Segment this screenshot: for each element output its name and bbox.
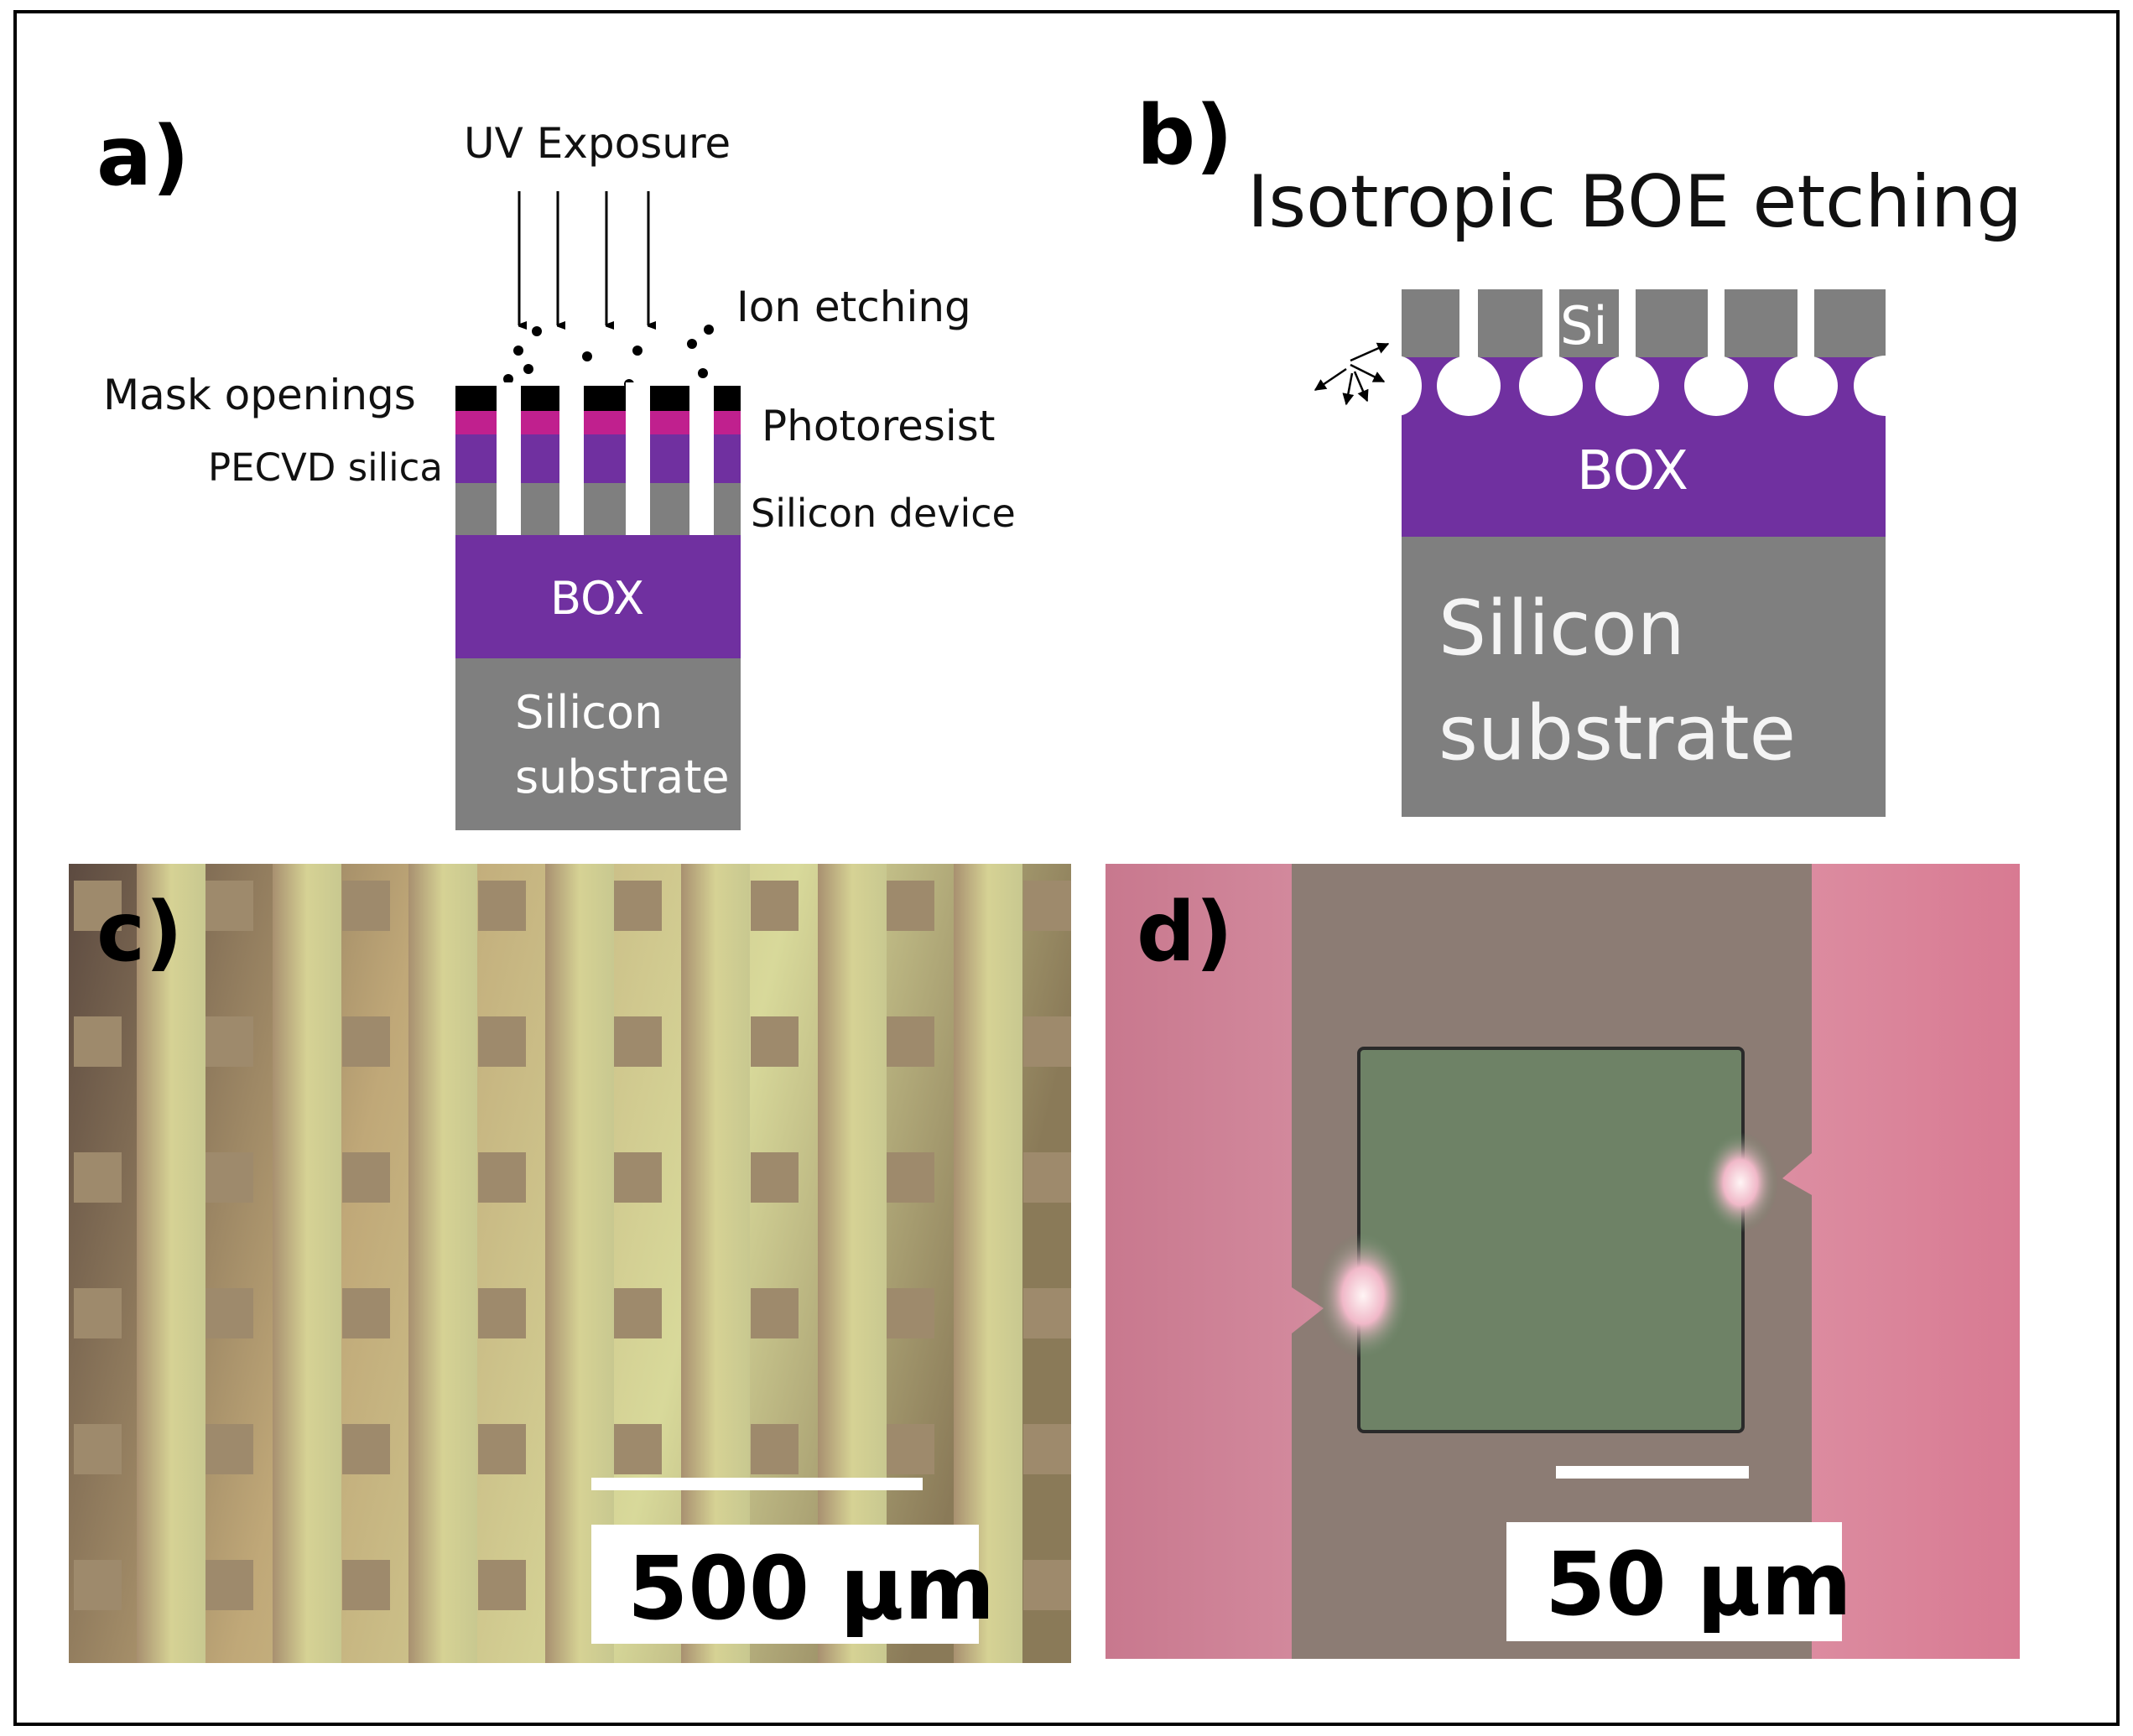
membrane-pad [205, 1288, 253, 1338]
membrane-pad [205, 1560, 253, 1610]
scale-bar-box [591, 1525, 979, 1644]
stress-fringe [1317, 1233, 1409, 1359]
scale-bar-line [591, 1478, 923, 1490]
panel-a: a) UV Exposure Ion etching Mask openings… [96, 109, 1016, 830]
membrane-pad [74, 1560, 122, 1610]
box-label: BOX [1577, 440, 1688, 502]
substrate-label-line1: Silicon [1438, 585, 1685, 673]
membrane-pad [1023, 1288, 1071, 1338]
membrane-pad [478, 1152, 526, 1203]
membrane-pad [205, 1152, 253, 1203]
membrane-pad [342, 1016, 390, 1067]
membrane-pad [74, 1424, 122, 1474]
membrane-pad [74, 881, 122, 931]
membrane-pad [751, 1424, 799, 1474]
membrane-pad [887, 1288, 934, 1338]
silicon-substrate [455, 658, 741, 830]
membrane-pad [614, 1424, 662, 1474]
membrane-pad [751, 881, 799, 931]
box-label: BOX [550, 572, 644, 625]
panel-a-label: a) [96, 109, 190, 205]
panel-c-label: c) [96, 885, 183, 980]
membrane-pad [342, 881, 390, 931]
panel-d: d) 50 µm [1106, 864, 2020, 1659]
figure-border [13, 10, 2120, 1726]
membrane-pad [205, 1424, 253, 1474]
membrane-pad [887, 1152, 934, 1203]
membrane-pad [342, 1288, 390, 1338]
membrane-pad [342, 1152, 390, 1203]
silicon-strip [137, 864, 205, 1663]
stress-fringe [1703, 1132, 1778, 1233]
panel-d-label: d) [1137, 885, 1233, 980]
membrane-pad [342, 1424, 390, 1474]
scale-bar-label: 500 µm [627, 1537, 995, 1640]
membrane-pads [74, 881, 1071, 1610]
substrate-label-line2: substrate [1438, 689, 1796, 777]
uv-exposure-label: UV Exposure [464, 119, 731, 168]
membrane-pad [205, 881, 253, 931]
membrane-pad [751, 1288, 799, 1338]
silicon-device-label: Silicon device [751, 491, 1016, 536]
box-layer [455, 535, 741, 658]
silicon-strip [408, 864, 477, 1663]
membrane-pad [478, 1016, 526, 1067]
membrane-pad [751, 1152, 799, 1203]
photoresist-label: Photoresist [762, 402, 995, 450]
membrane-pad [1023, 1016, 1071, 1067]
membrane-pad [1023, 1424, 1071, 1474]
membrane-pad [614, 1016, 662, 1067]
etchant-arrows-icon [1314, 342, 1390, 406]
membrane-pad [342, 1560, 390, 1610]
si-label: Si [1560, 295, 1608, 356]
membrane-pad [74, 1152, 122, 1203]
scale-bar-line [1556, 1466, 1749, 1479]
membrane-pad [478, 1424, 526, 1474]
scale-bar-box [1506, 1522, 1842, 1641]
undercut-cavities [1371, 289, 1917, 416]
membrane-pad [614, 1288, 662, 1338]
membrane-pad [205, 1016, 253, 1067]
panel-b-label: b) [1137, 88, 1233, 184]
mask-openings-label: Mask openings [103, 371, 416, 419]
membrane-pad [478, 1288, 526, 1338]
membrane-pad [1023, 1152, 1071, 1203]
membrane-pad [478, 1560, 526, 1610]
substrate-label-line1: Silicon [515, 686, 663, 739]
panel-b: b) Isotropic BOE etching Si BOX Silicon … [1137, 88, 2022, 817]
pecvd-silica-label: PECVD silica [208, 445, 443, 490]
membrane-pad [1357, 1047, 1745, 1433]
silicon-substrate [1402, 537, 1886, 817]
membrane-pad [478, 881, 526, 931]
panel-c: c) 500 µm [69, 864, 1071, 1663]
membrane-pad [74, 1016, 122, 1067]
membrane-pad [614, 1152, 662, 1203]
membrane-pad [887, 881, 934, 931]
membrane-pad [74, 1288, 122, 1338]
membrane-pad [887, 1016, 934, 1067]
membrane-pad [1023, 1560, 1071, 1610]
silicon-strip [273, 864, 341, 1663]
membrane-pad [751, 1016, 799, 1067]
panel-b-title: Isotropic BOE etching [1247, 160, 2022, 244]
membrane-pad [887, 1424, 934, 1474]
scale-bar-label: 50 µm [1545, 1533, 1852, 1635]
membrane-pad [614, 881, 662, 931]
ion-etching-label: Ion etching [736, 283, 971, 331]
substrate-label-line2: substrate [515, 751, 730, 803]
ion-particles [503, 325, 714, 389]
membrane-pad [1023, 881, 1071, 931]
mask-openings [497, 382, 714, 535]
